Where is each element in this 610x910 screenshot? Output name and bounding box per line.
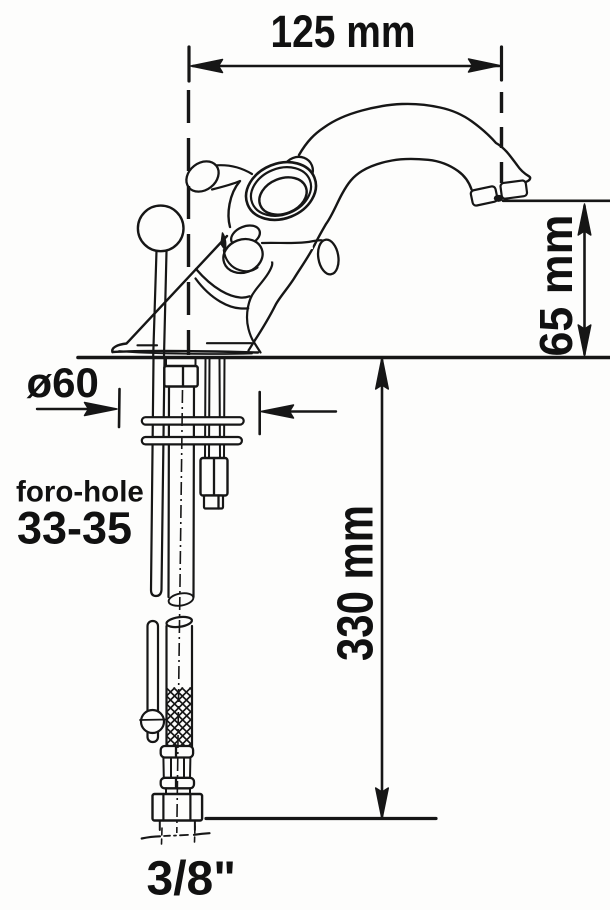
svg-text:33-35: 33-35 — [17, 503, 132, 554]
svg-text:65 mm: 65 mm — [530, 215, 582, 357]
svg-text:foro-hole: foro-hole — [16, 476, 144, 509]
svg-text:3/8": 3/8" — [147, 853, 236, 906]
svg-text:330 mm: 330 mm — [327, 505, 384, 661]
svg-text:ø60: ø60 — [27, 359, 99, 406]
svg-text:125 mm: 125 mm — [271, 6, 416, 57]
